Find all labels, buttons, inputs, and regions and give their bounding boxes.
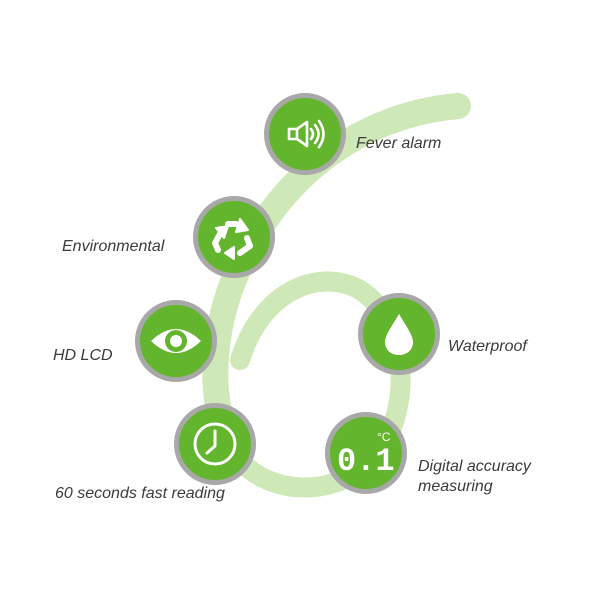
recycle-icon [212, 218, 253, 260]
hd-lcd-icon-badge [135, 300, 217, 382]
fever-alarm-label: Fever alarm [356, 135, 442, 152]
water-drop-icon [385, 314, 413, 355]
eye-icon [151, 329, 201, 353]
clock-icon [193, 422, 237, 466]
display-unit: °C [377, 430, 391, 444]
fast-reading-label: 60 seconds fast reading [55, 485, 225, 502]
environmental-icon-badge [193, 196, 275, 278]
hd-lcd-label: HD LCD [53, 347, 113, 364]
display-value: 0.1 [337, 443, 395, 480]
digital-accuracy-label-line2: measuring [418, 478, 493, 495]
digital-accuracy-icon-badge: 0.1 °C [325, 412, 407, 494]
fast-reading-icon-badge [174, 403, 256, 485]
fever-alarm-icon-badge [264, 93, 346, 175]
waterproof-icon-badge [358, 293, 440, 375]
waterproof-label: Waterproof [448, 338, 527, 355]
environmental-label: Environmental [62, 238, 165, 255]
speaker-icon [287, 119, 325, 149]
digital-accuracy-label-line1: Digital accuracy [418, 458, 531, 475]
thermometer-display-icon: 0.1 °C [337, 430, 395, 480]
digital-accuracy-label: Digital accuracy measuring [418, 457, 531, 497]
